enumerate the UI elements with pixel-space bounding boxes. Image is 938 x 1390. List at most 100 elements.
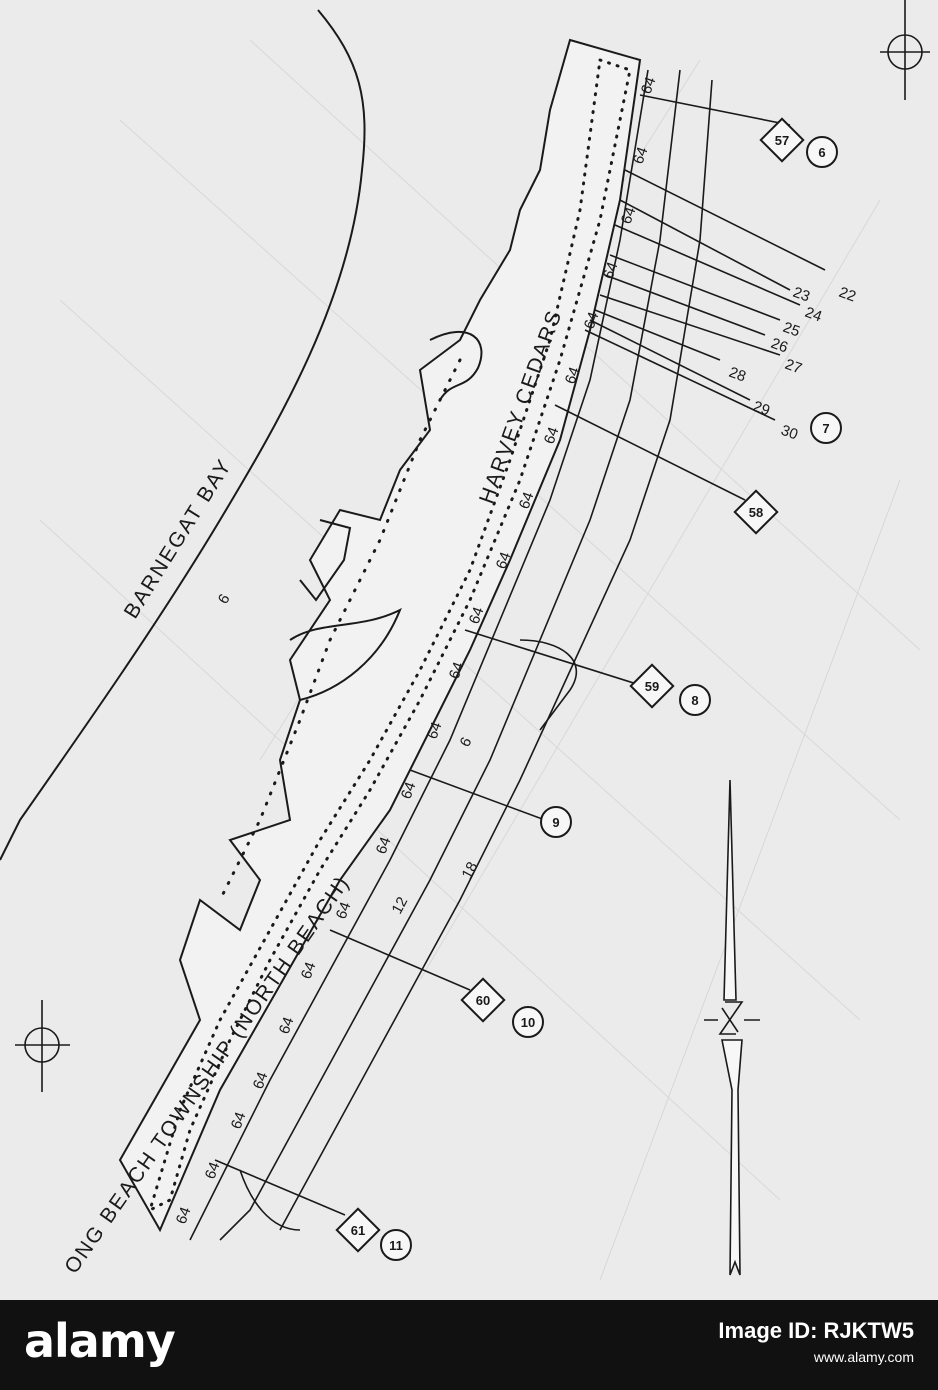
station-label: 64: [228, 1110, 250, 1131]
circle-marker: 11: [380, 1229, 412, 1261]
inlet-lagoon: [289, 607, 402, 701]
station-label: 64: [581, 310, 603, 331]
watermark-bar: alamy Image ID: RJKTW5 www.alamy.com: [0, 1300, 938, 1390]
station-marker: 64: [228, 1110, 250, 1131]
depth-label-18: 18: [459, 859, 482, 882]
depth-label-6: 6: [457, 735, 476, 750]
station-label: 64: [562, 365, 584, 386]
contour-south-hook: [239, 1169, 301, 1231]
diamond-marker: 59: [629, 663, 675, 709]
station-marker: 64: [424, 720, 446, 741]
diamond-label: 58: [749, 505, 763, 520]
station-marker: 64: [562, 365, 584, 386]
profile-line-label: 23: [791, 284, 812, 306]
map-canvas: 64 64 64 64 64 64 64 64 64 64 64 64 64 6…: [0, 0, 930, 1281]
station-label: 64: [202, 1160, 224, 1181]
station-marker: 64: [541, 425, 563, 446]
circle-label: 10: [521, 1015, 535, 1030]
station-markers: 64 64 64 64 64 64 64 64 64 64 64 64 64 6…: [173, 75, 660, 1226]
station-marker: 64: [630, 145, 652, 166]
station-marker: 64: [493, 550, 515, 571]
station-label: 64: [493, 550, 515, 571]
circle-label: 6: [818, 145, 825, 160]
station-label: 64: [276, 1015, 298, 1036]
profile-line-label: 30: [779, 422, 800, 444]
watermark-logo: alamy: [24, 1314, 176, 1368]
contour-12: [219, 69, 681, 1241]
station-marker: 64: [618, 205, 640, 226]
station-label: 64: [618, 205, 640, 226]
station-marker: 64: [638, 75, 660, 96]
profile-line-label: 29: [751, 398, 772, 420]
station-label: 64: [373, 835, 395, 856]
station-marker: 64: [373, 835, 395, 856]
bay-shoreline: [0, 9, 366, 861]
depth-label-bay: 6: [215, 591, 234, 607]
station-label: 64: [173, 1205, 195, 1226]
station-marker: 64: [600, 260, 622, 281]
circle-marker: 7: [810, 412, 842, 444]
diamond-marker: 58: [733, 489, 779, 535]
diamond-marker: 57: [759, 117, 805, 163]
station-marker: 64: [581, 310, 603, 331]
profile-line-label: 24: [803, 304, 824, 326]
inlet-middle: [299, 519, 352, 602]
depth-label-12: 12: [389, 894, 412, 917]
station-marker: 64: [398, 780, 420, 801]
diamond-marker: 61: [335, 1207, 381, 1253]
station-marker: 64: [298, 960, 320, 981]
station-label: 64: [516, 490, 538, 511]
station-marker: 64: [173, 1205, 195, 1226]
contour-bulge: [519, 639, 577, 731]
profile-line-label: 27: [783, 356, 804, 378]
station-marker: 64: [276, 1015, 298, 1036]
station-label: 64: [398, 780, 420, 801]
profile-line-label: 22: [837, 284, 858, 306]
circle-marker: 6: [806, 136, 838, 168]
station-label: 64: [250, 1070, 272, 1091]
circle-label: 8: [691, 693, 698, 708]
north-arrow-icon: [704, 779, 760, 1276]
circle-label: 9: [552, 815, 559, 830]
station-marker: 64: [333, 900, 355, 921]
circle-label: 11: [389, 1238, 403, 1253]
inlet-north: [429, 330, 483, 401]
station-marker: 64: [466, 605, 488, 626]
profile-line-labels: 22 23 24 25 26 27 28 29 30: [727, 284, 858, 444]
station-marker: 64: [446, 660, 468, 681]
diamond-label: 61: [351, 1223, 365, 1238]
station-label: 64: [541, 425, 563, 446]
profile-line-label: 25: [781, 319, 802, 341]
station-marker: 64: [250, 1070, 272, 1091]
registration-mark-icon: [880, 0, 930, 100]
contour-6: [189, 69, 649, 1241]
station-label: 64: [630, 145, 652, 166]
circle-markers: 6 7 8 9 10 11: [380, 136, 842, 1261]
station-marker: 64: [202, 1160, 224, 1181]
watermark-meta: Image ID: RJKTW5 www.alamy.com: [718, 1318, 914, 1370]
circle-marker: 10: [512, 1006, 544, 1038]
watermark-url: www.alamy.com: [813, 1349, 914, 1365]
circle-marker: 9: [540, 806, 572, 838]
station-marker: 64: [516, 490, 538, 511]
diamond-label: 57: [775, 133, 789, 148]
diamond-label: 60: [476, 993, 490, 1008]
station-label: 64: [600, 260, 622, 281]
circle-label: 7: [822, 421, 829, 436]
barrier-island: [118, 38, 642, 1233]
registration-mark-icon: [15, 1000, 70, 1092]
profile-line-label: 26: [769, 335, 790, 357]
station-label: 64: [466, 605, 488, 626]
profile-line-fan: [214, 94, 826, 1216]
circle-marker: 8: [679, 684, 711, 716]
station-label: 64: [446, 660, 468, 681]
station-label: 64: [638, 75, 660, 96]
image-id: Image ID: RJKTW5: [718, 1318, 914, 1343]
profile-line-label: 28: [727, 364, 748, 386]
inland-stipple: [218, 358, 462, 902]
coastal-map: 64 64 64 64 64 64 64 64 64 64 64 64 64 6…: [0, 0, 938, 1300]
diamond-markers: 57 58 59 60 61: [335, 117, 805, 1253]
station-label: 64: [424, 720, 446, 741]
station-label: 64: [298, 960, 320, 981]
diamond-marker: 60: [460, 977, 506, 1023]
